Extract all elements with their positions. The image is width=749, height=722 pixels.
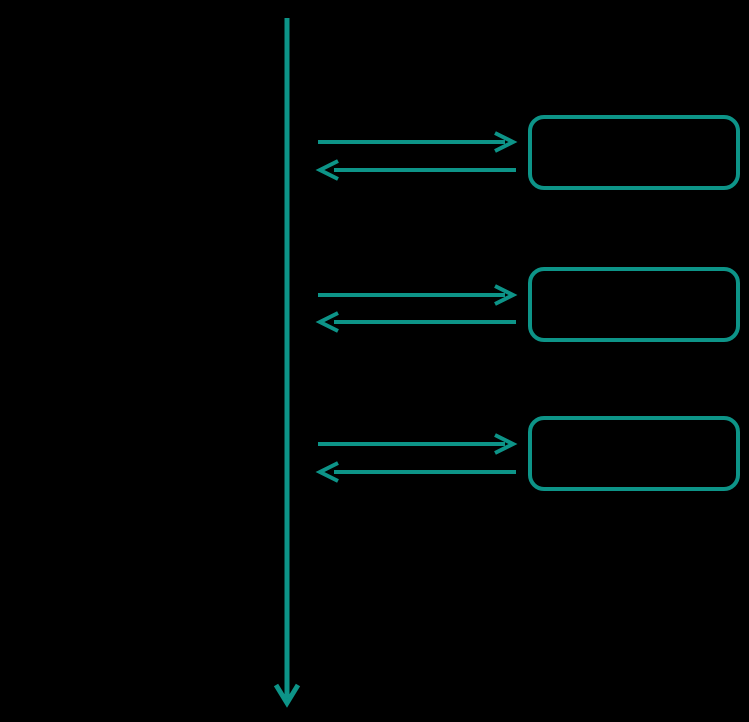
process-box-1 xyxy=(528,115,740,190)
timeline xyxy=(273,18,301,708)
exchange-2 xyxy=(315,267,740,342)
exchange-3 xyxy=(315,416,740,491)
response-arrow-1-head-icon xyxy=(315,159,339,181)
process-box-3 xyxy=(528,416,740,491)
timeline-down-arrowhead-icon xyxy=(273,683,301,708)
request-arrow-1-head-icon xyxy=(494,131,518,153)
request-arrow-2-head-icon xyxy=(494,284,518,306)
response-arrow-2-head-icon xyxy=(315,311,339,333)
process-box-2 xyxy=(528,267,740,342)
request-arrow-3-head-icon xyxy=(494,433,518,455)
response-arrow-3-head-icon xyxy=(315,461,339,483)
exchange-1 xyxy=(315,115,740,190)
